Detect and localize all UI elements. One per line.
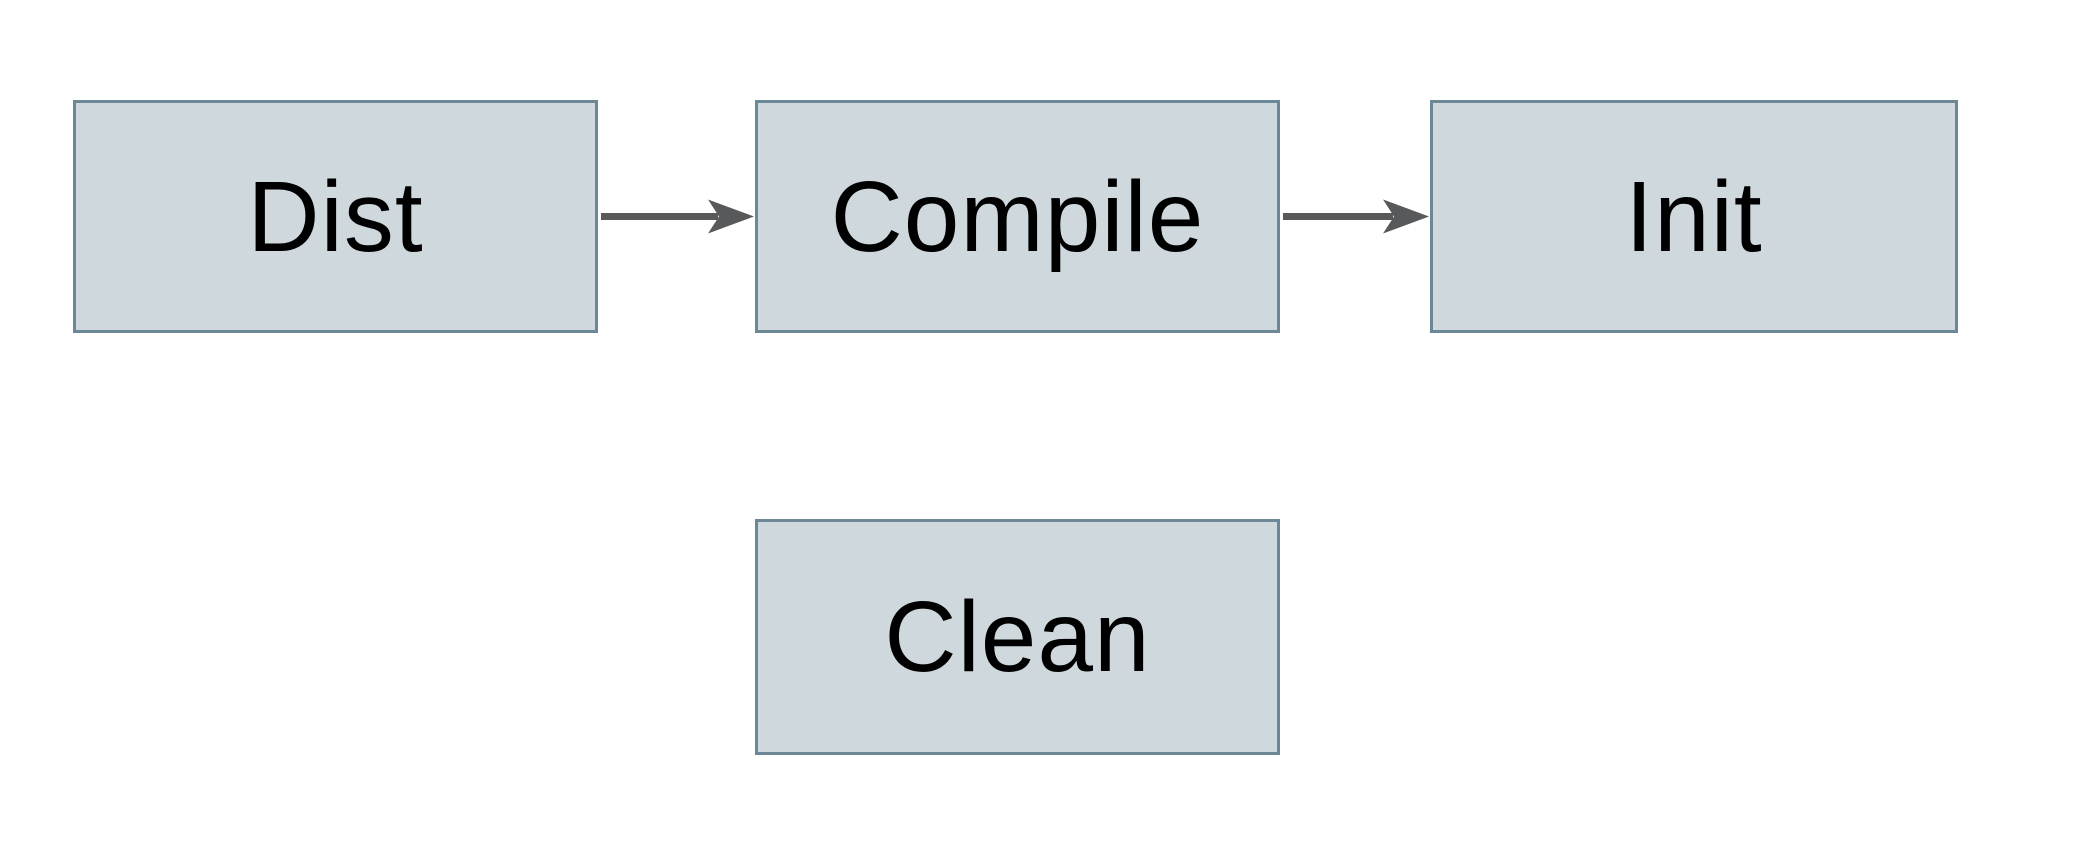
node-compile: Compile — [755, 100, 1280, 333]
node-label-dist: Dist — [247, 160, 424, 273]
arrow-head — [1383, 199, 1429, 234]
arrow-compile-to-init — [1283, 199, 1429, 234]
node-clean: Clean — [755, 519, 1280, 755]
arrow-head — [708, 199, 754, 234]
arrow-dist-to-compile — [601, 199, 754, 234]
node-dist: Dist — [73, 100, 598, 333]
node-init: Init — [1430, 100, 1958, 333]
node-label-clean: Clean — [884, 581, 1151, 693]
node-label-init: Init — [1625, 160, 1763, 273]
node-label-compile: Compile — [830, 160, 1205, 273]
